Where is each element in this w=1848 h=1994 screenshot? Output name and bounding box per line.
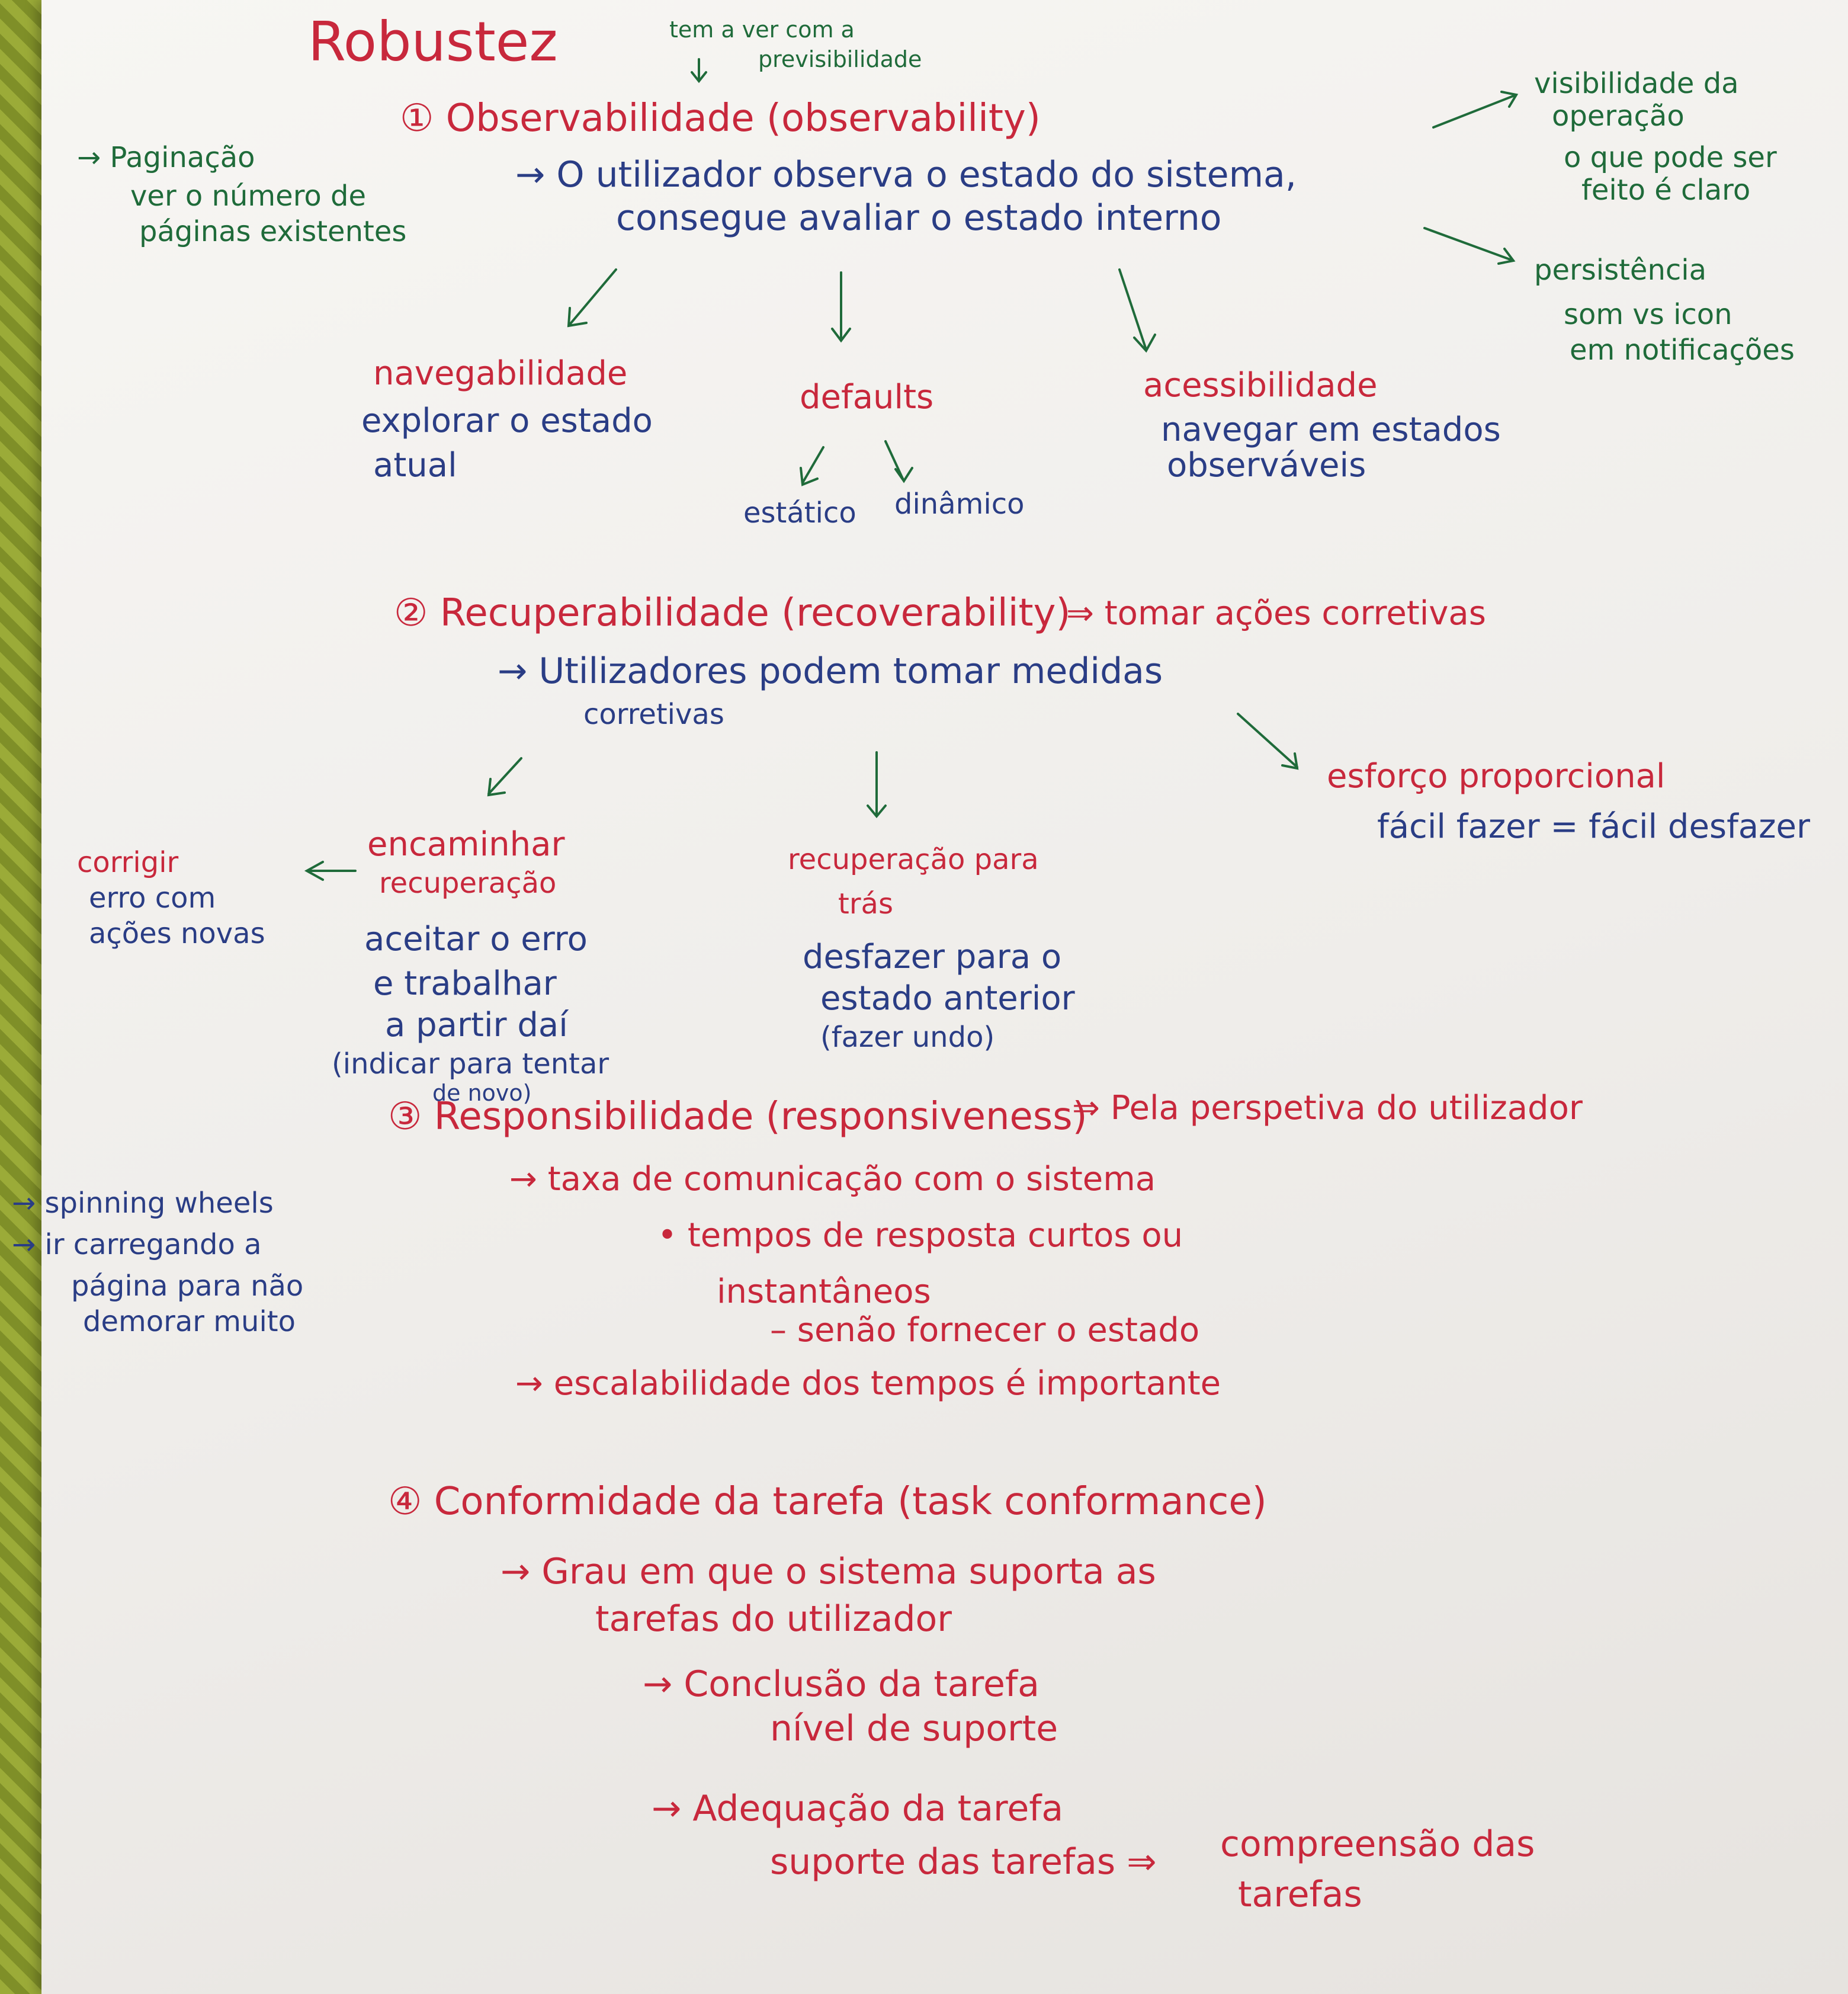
conformidade-line: nível de suporte [770, 1708, 1058, 1749]
conformidade-line: → Grau em que o sistema suporta as [500, 1551, 1156, 1592]
conformidade-line: suporte das tarefas ⇒ [770, 1841, 1157, 1883]
responsividade-line: → taxa de comunicação com o sistema [509, 1160, 1156, 1198]
definition-line: → Utilizadores podem tomar medidas [498, 650, 1163, 692]
section-heading-responsibilidade: ③ Responsibilidade (responsiveness) [388, 1095, 1087, 1139]
definition-line: corretivas [583, 698, 724, 731]
corrigir-text: ações novas [89, 917, 265, 950]
branch-navegabilidade: navegabilidade [373, 354, 628, 393]
left-note: página para não [71, 1270, 304, 1303]
branch-dinamico: dinâmico [894, 488, 1025, 521]
encaminhar-heading: encaminhar [367, 825, 565, 864]
responsividade-line: → escalabilidade dos tempos é importante [515, 1364, 1221, 1403]
title-note: previsibilidade [758, 46, 922, 72]
definition-line: → O utilizador observa o estado do siste… [515, 154, 1297, 195]
recuperacao-text: desfazer para o [803, 938, 1062, 976]
left-note: ver o número de [130, 179, 366, 213]
responsividade-line: – senão fornecer o estado [770, 1311, 1200, 1349]
encaminhar-text: (indicar para tentar [332, 1047, 609, 1081]
esforco-text: fácil fazer = fácil desfazer [1377, 807, 1810, 846]
left-note: demorar muito [83, 1305, 296, 1338]
conformidade-line: compreensão das [1220, 1823, 1535, 1865]
right-note: som vs icon [1564, 298, 1732, 331]
branch-text: explorar o estado [361, 402, 653, 440]
encaminhar-text: a partir daí [385, 1006, 568, 1044]
esforco-heading: esforço proporcional [1327, 757, 1666, 796]
definition-line: consegue avaliar o estado interno [616, 197, 1222, 239]
conformidade-line: tarefas [1238, 1874, 1362, 1915]
left-note: → Paginação [77, 141, 255, 174]
recuperacao-heading: trás [838, 887, 893, 921]
encaminhar-text: aceitar o erro [364, 920, 588, 958]
conformidade-line: → Adequação da tarefa [652, 1788, 1064, 1829]
section-heading-tail: ⇒ Pela perspetiva do utilizador [1072, 1089, 1583, 1127]
branch-acessibilidade: acessibilidade [1143, 366, 1378, 405]
corrigir-heading: corrigir [77, 846, 179, 879]
section-heading-observabilidade: ① Observabilidade (observability) [400, 97, 1041, 140]
left-note: páginas existentes [139, 215, 407, 248]
right-note: o que pode ser [1564, 141, 1777, 174]
left-note: → ir carregando a [12, 1228, 262, 1261]
recuperacao-text: (fazer undo) [820, 1021, 995, 1054]
right-note: operação [1552, 100, 1685, 133]
corrigir-text: erro com [89, 881, 216, 915]
notebook-page [41, 0, 1848, 1994]
recuperacao-heading: recuperação para [788, 843, 1039, 876]
right-note: feito é claro [1581, 174, 1751, 207]
section-heading-tail: ⇒ tomar ações corretivas [1066, 594, 1486, 633]
responsividade-line: instantâneos [717, 1272, 931, 1311]
section-heading-recuperabilidade: ② Recuperabilidade (recoverability) [394, 591, 1071, 635]
right-note: visibilidade da [1534, 67, 1739, 100]
responsividade-line: • tempos de resposta curtos ou [657, 1216, 1183, 1255]
branch-text: atual [373, 446, 457, 485]
title-note: tem a ver com a [669, 17, 855, 43]
branch-text: navegar em estados [1161, 411, 1501, 449]
branch-estatico: estático [743, 496, 856, 530]
conformidade-line: → Conclusão da tarefa [643, 1663, 1040, 1705]
right-note: em notificações [1570, 334, 1795, 367]
branch-text: observáveis [1167, 446, 1366, 485]
encaminhar-heading: recuperação [379, 867, 557, 900]
section-heading-conformidade: ④ Conformidade da tarefa (task conforman… [388, 1480, 1267, 1524]
conformidade-line: tarefas do utilizador [595, 1598, 952, 1640]
page-title: Robustez [308, 10, 558, 73]
encaminhar-text: de novo) [432, 1080, 532, 1106]
left-note: → spinning wheels [12, 1187, 274, 1220]
encaminhar-text: e trabalhar [373, 964, 557, 1003]
branch-defaults: defaults [800, 378, 934, 416]
right-note: persistência [1534, 254, 1706, 287]
recuperacao-text: estado anterior [820, 979, 1075, 1018]
